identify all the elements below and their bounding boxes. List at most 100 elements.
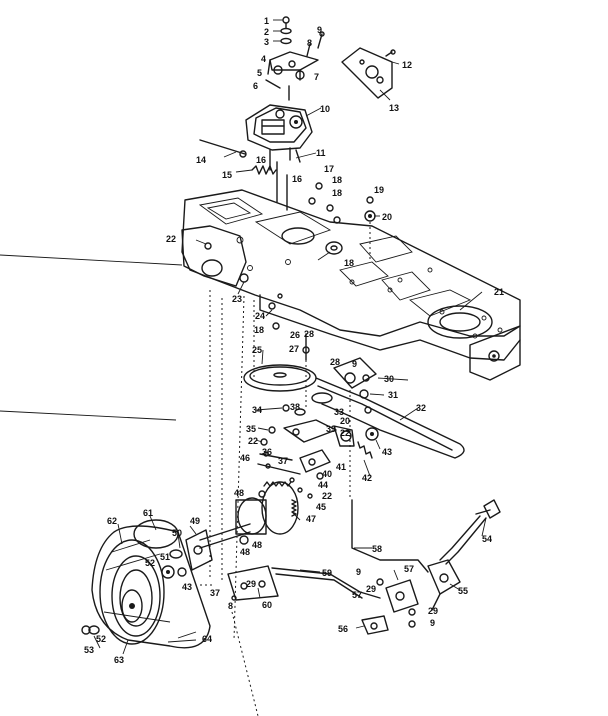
- callout-22a: 22: [166, 234, 176, 244]
- callout-47: 47: [306, 514, 316, 524]
- callout-12: 12: [402, 60, 412, 70]
- pin-and-spring: [199, 139, 277, 175]
- shift-lever: [427, 499, 501, 611]
- callout-52b: 52: [96, 634, 106, 644]
- callout-45: 45: [316, 502, 326, 512]
- callout-37a: 37: [278, 456, 288, 466]
- callout-14: 14: [196, 155, 206, 165]
- callout-9-lowest: 9: [430, 618, 435, 628]
- callout-18d: 18: [254, 325, 264, 335]
- callout-28b: 28: [330, 357, 340, 367]
- callout-35: 35: [246, 424, 256, 434]
- callout-labels: 1 2 3 9 8 4 5 7 6 12 13 10 11 14 16 15 1…: [84, 16, 504, 665]
- callout-59: 59: [322, 568, 332, 578]
- callout-48b: 48: [252, 540, 262, 550]
- callout-51: 51: [160, 552, 170, 562]
- drive-belt-and-pulley: [243, 364, 465, 459]
- callout-43a: 43: [382, 447, 392, 457]
- callout-8-top: 8: [307, 38, 312, 48]
- callout-60: 60: [262, 600, 272, 610]
- callout-57b: 57: [352, 590, 362, 600]
- callout-52a: 52: [145, 558, 155, 568]
- callout-22c: 22: [340, 428, 350, 438]
- callout-32: 32: [416, 403, 426, 413]
- callout-38: 38: [290, 402, 300, 412]
- callout-63: 63: [114, 655, 124, 665]
- callout-57a: 57: [404, 564, 414, 574]
- callout-42: 42: [362, 473, 372, 483]
- callout-18a: 18: [332, 175, 342, 185]
- callout-54: 54: [482, 534, 492, 544]
- callout-58: 58: [372, 544, 382, 554]
- scan-line-lower: [0, 410, 177, 421]
- callout-56: 56: [338, 624, 348, 634]
- callout-9-low: 9: [356, 567, 361, 577]
- callout-15: 15: [222, 170, 232, 180]
- callout-2: 2: [264, 27, 269, 37]
- mount-bracket: [265, 51, 319, 101]
- callout-64: 64: [202, 634, 212, 644]
- assembly-reference-lines: [200, 290, 351, 716]
- callout-10: 10: [320, 104, 330, 114]
- bolt-stack: [273, 16, 325, 57]
- callout-29b: 29: [246, 579, 256, 589]
- callout-62: 62: [107, 516, 117, 526]
- callout-53: 53: [84, 645, 94, 655]
- callout-50: 50: [172, 528, 182, 538]
- callout-44: 44: [318, 480, 328, 490]
- callout-20b: 20: [340, 416, 350, 426]
- callout-21: 21: [494, 287, 504, 297]
- callout-39: 39: [326, 424, 336, 434]
- callout-19: 19: [374, 185, 384, 195]
- callout-29c: 29: [428, 606, 438, 616]
- callout-33: 33: [334, 407, 344, 417]
- callout-31: 31: [388, 390, 398, 400]
- callout-55: 55: [458, 586, 468, 596]
- callout-36: 36: [262, 447, 272, 457]
- callout-8-low: 8: [228, 601, 233, 611]
- callout-61: 61: [143, 508, 153, 518]
- callout-37b: 37: [210, 588, 220, 598]
- callout-9-mid: 9: [352, 359, 357, 369]
- callout-3: 3: [264, 37, 269, 47]
- callout-22d: 22: [322, 491, 332, 501]
- callout-6: 6: [253, 81, 258, 91]
- main-frame: [181, 189, 521, 381]
- callout-28a: 28: [304, 329, 314, 339]
- callout-9-top: 9: [317, 25, 322, 35]
- callout-18c: 18: [344, 258, 354, 268]
- callout-41: 41: [336, 462, 346, 472]
- callout-24: 24: [255, 311, 265, 321]
- callout-46: 46: [240, 453, 250, 463]
- transaxle-sprocket: [199, 481, 299, 549]
- axle-bracket: [161, 529, 213, 579]
- callout-18b: 18: [332, 188, 342, 198]
- callout-48a: 48: [234, 488, 244, 498]
- leader-lines: [93, 61, 487, 655]
- callout-30: 30: [384, 374, 394, 384]
- callout-48c: 48: [240, 547, 250, 557]
- callout-23: 23: [232, 294, 242, 304]
- gearbox-assembly: [245, 104, 313, 171]
- lower-brackets-and-rods: [227, 499, 429, 635]
- control-rods: [276, 149, 301, 211]
- callout-4: 4: [261, 54, 266, 64]
- callout-16b: 16: [292, 174, 302, 184]
- callout-7: 7: [314, 72, 319, 82]
- cover-plate: [341, 47, 396, 99]
- callout-40: 40: [322, 469, 332, 479]
- callout-5: 5: [257, 68, 262, 78]
- callout-22b: 22: [248, 436, 258, 446]
- callout-49: 49: [190, 516, 200, 526]
- callout-17: 17: [324, 164, 334, 174]
- callout-13: 13: [389, 103, 399, 113]
- callout-20a: 20: [382, 212, 392, 222]
- callout-16a: 16: [256, 155, 266, 165]
- callout-25: 25: [252, 345, 262, 355]
- callout-1: 1: [264, 16, 269, 26]
- callout-34: 34: [252, 405, 262, 415]
- callout-27: 27: [289, 344, 299, 354]
- shift-assembly: [257, 404, 379, 499]
- callout-26: 26: [290, 330, 300, 340]
